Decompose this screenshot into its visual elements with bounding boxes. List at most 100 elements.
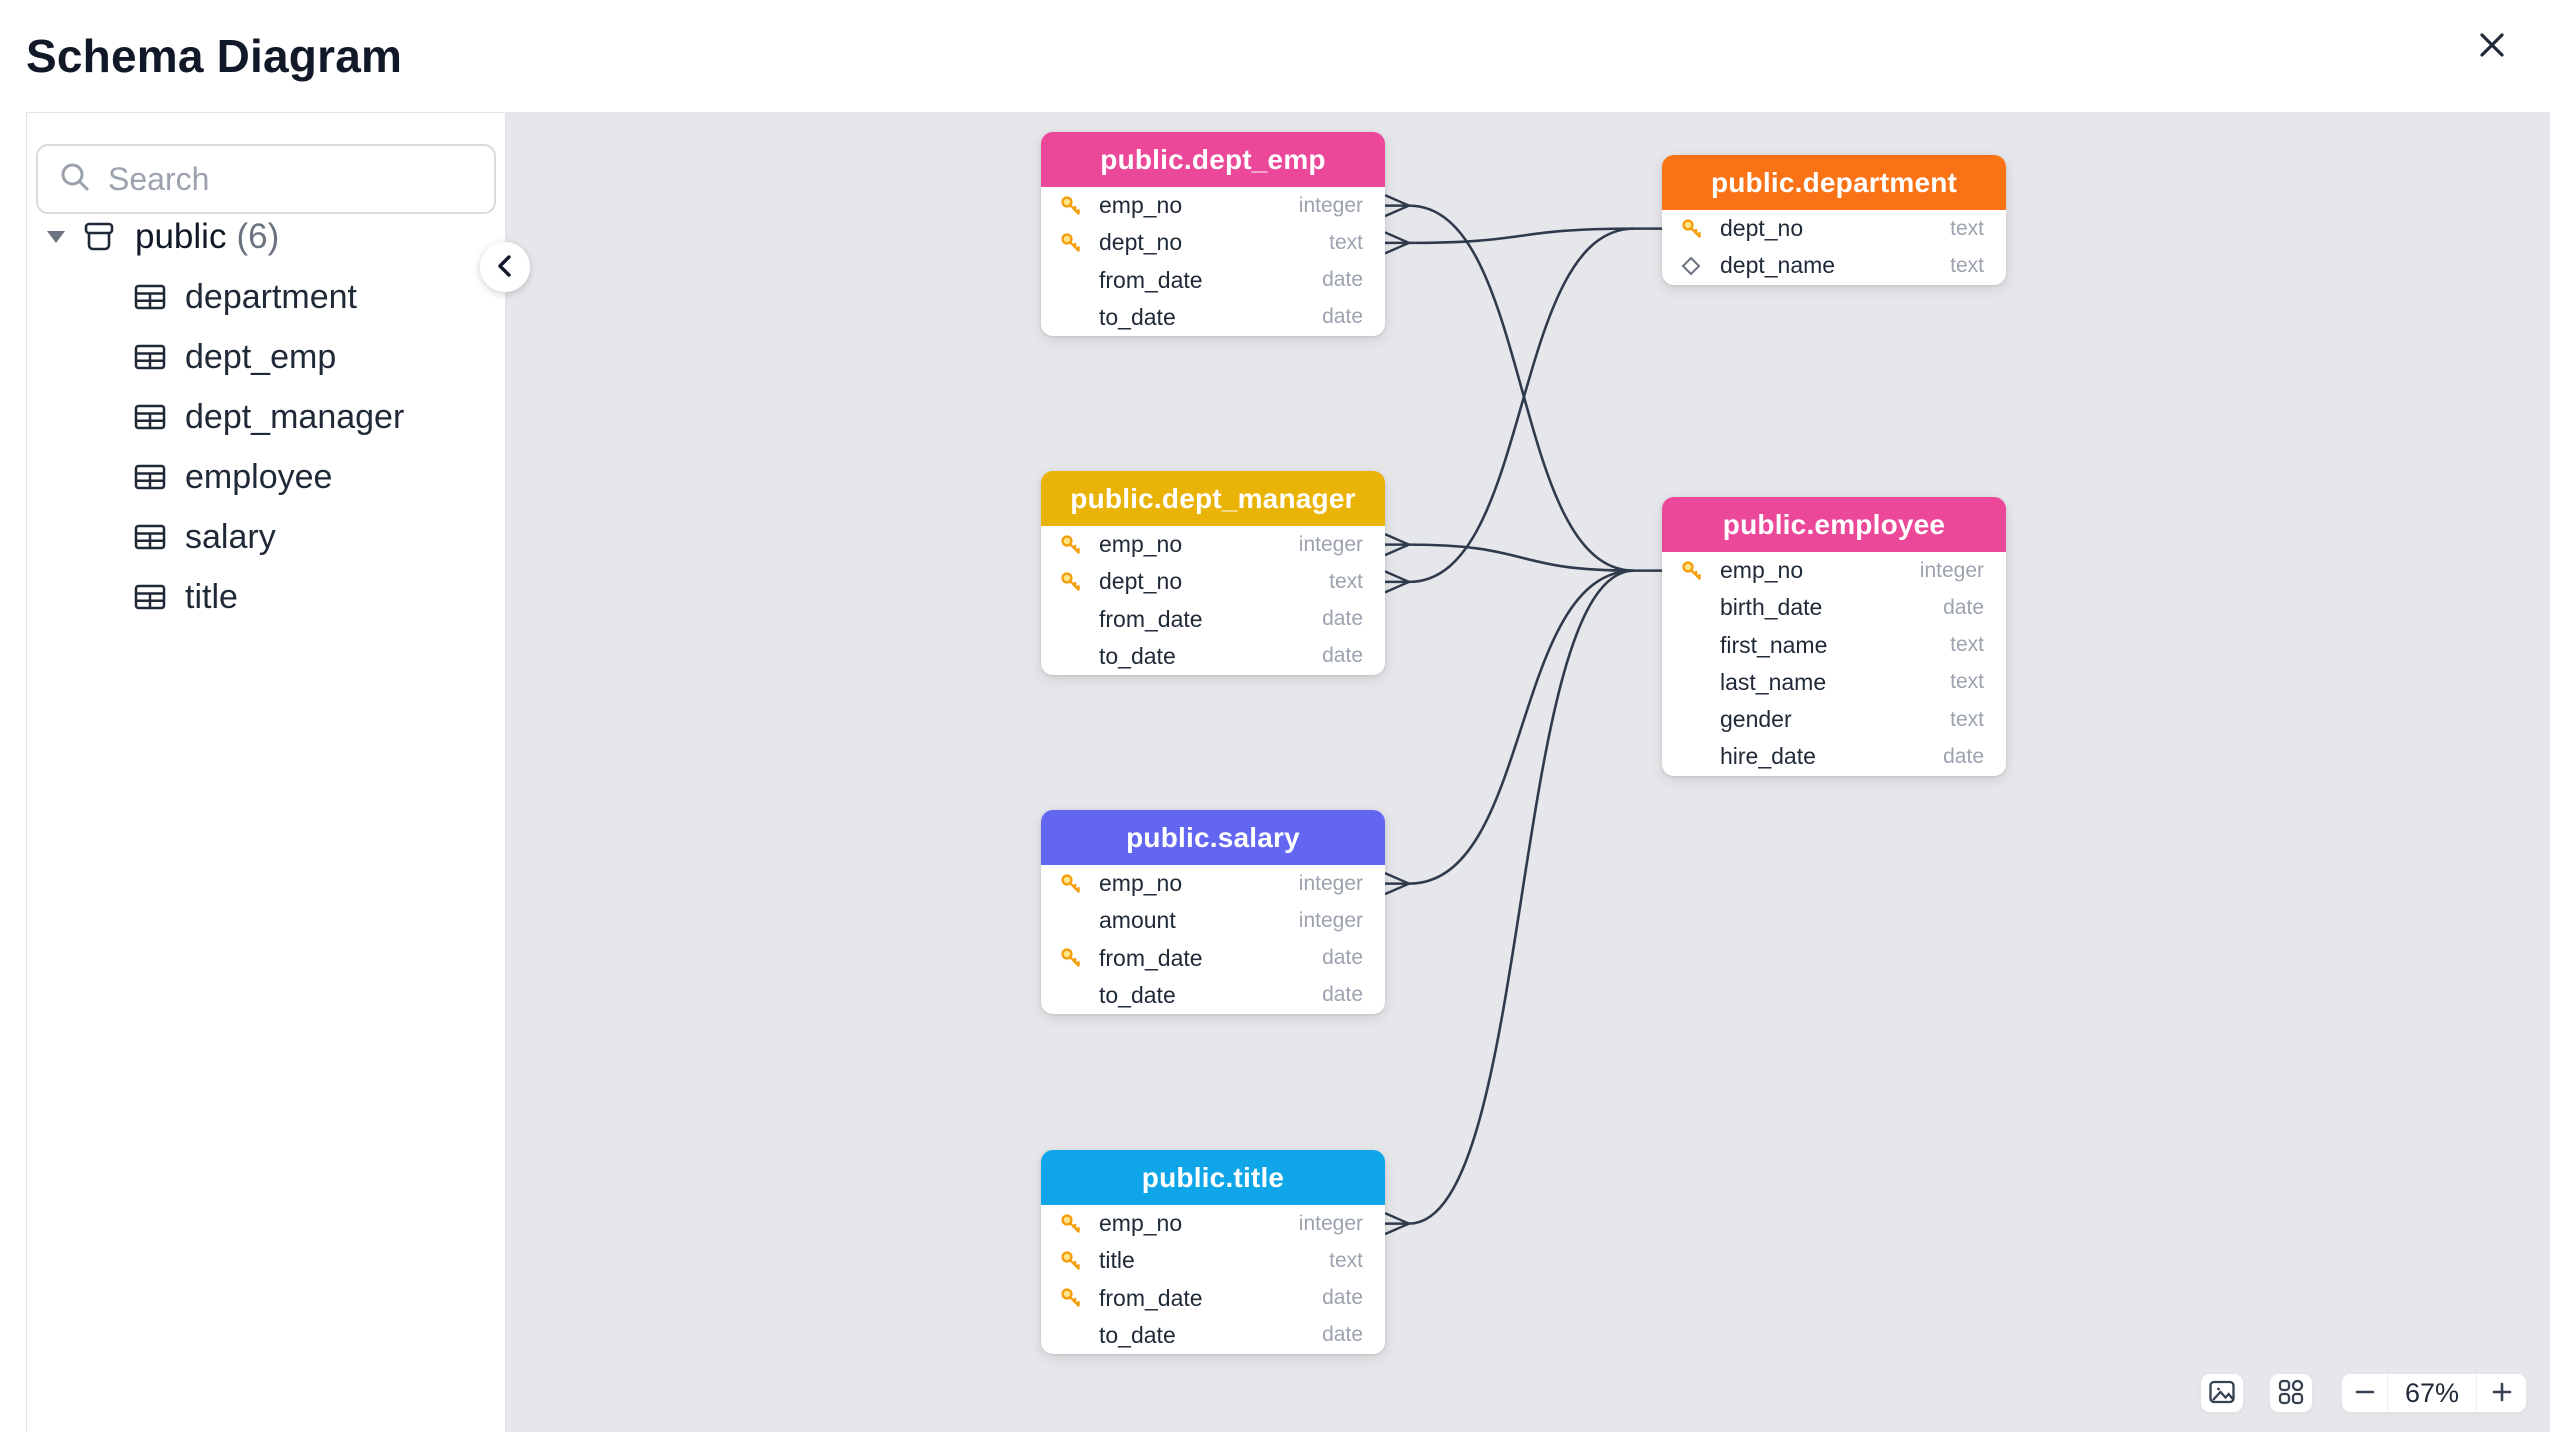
column-type: integer (1919, 558, 1984, 582)
table-icon (133, 402, 167, 432)
table-label: salary (185, 517, 276, 556)
caret-down-icon[interactable] (47, 231, 65, 243)
column-name: to_date (1099, 303, 1176, 330)
no-icon (1059, 607, 1083, 631)
column-name: from_date (1099, 1284, 1203, 1311)
column-type: text (1329, 569, 1363, 593)
column-type: date (1943, 744, 1984, 768)
tree-item-table-dept_manager[interactable]: dept_manager (27, 387, 505, 447)
column-type: text (1950, 633, 1984, 657)
column-row-emp_no: emp_no integer (1662, 552, 2006, 589)
column-name: emp_no (1099, 192, 1183, 219)
primary-key-icon (1059, 533, 1083, 557)
primary-key-icon (1059, 1249, 1083, 1273)
no-icon (1059, 909, 1083, 933)
export-image-button[interactable] (2200, 1373, 2244, 1413)
column-type: date (1322, 305, 1363, 329)
column-type: date (1322, 983, 1363, 1007)
node-title: public.dept_manager (1041, 471, 1385, 526)
column-name: emp_no (1099, 1210, 1183, 1237)
chevron-left-icon (494, 253, 516, 282)
diagram-canvas[interactable] (505, 112, 2550, 1432)
table-label: dept_manager (185, 397, 405, 436)
table-icon (133, 582, 167, 612)
node-title: public.title (1041, 1150, 1385, 1205)
tree-item-table-department[interactable]: department (27, 267, 505, 327)
column-type: text (1950, 707, 1984, 731)
column-type: text (1950, 216, 1984, 240)
primary-key-icon (1059, 194, 1083, 218)
table-icon (133, 342, 167, 372)
search-input[interactable] (108, 160, 448, 198)
zoom-in-button[interactable] (2476, 1374, 2526, 1412)
column-name: emp_no (1720, 557, 1804, 584)
page-title: Schema Diagram (26, 30, 403, 82)
table-label: dept_emp (185, 337, 337, 376)
schema-tree: public (6) department dept_emp dept_mana… (27, 207, 505, 627)
plus-icon (2490, 1380, 2514, 1407)
auto-layout-button[interactable] (2269, 1373, 2313, 1413)
column-name: birth_date (1720, 594, 1823, 621)
primary-key-icon (1059, 231, 1083, 255)
column-type: integer (1298, 532, 1363, 556)
zoom-out-button[interactable] (2342, 1374, 2388, 1412)
layout-grid-icon (2277, 1378, 2305, 1409)
no-icon (1059, 644, 1083, 668)
column-type: text (1950, 670, 1984, 694)
no-icon (1680, 633, 1704, 657)
close-button[interactable] (2464, 22, 2520, 70)
schema-box-icon (81, 220, 117, 254)
column-row-emp_no: emp_no integer (1041, 526, 1385, 563)
node-title: public.department (1662, 155, 2006, 210)
column-name: dept_no (1099, 229, 1183, 256)
table-icon (133, 522, 167, 552)
column-type: date (1322, 607, 1363, 631)
column-type: text (1329, 1248, 1363, 1272)
table-label: department (185, 277, 357, 316)
node-title: public.salary (1041, 810, 1385, 865)
tree-item-table-title[interactable]: title (27, 567, 505, 627)
column-type: text (1950, 253, 1984, 277)
sidebar: public (6) department dept_emp dept_mana… (26, 112, 506, 1432)
schema-count: (6) (236, 217, 280, 256)
column-name: title (1099, 1247, 1135, 1274)
column-type: date (1322, 1323, 1363, 1347)
schema-label: public (135, 217, 227, 256)
primary-key-icon (1059, 946, 1083, 970)
zoom-control: 67% (2341, 1373, 2527, 1413)
no-icon (1680, 596, 1704, 620)
table-node-title[interactable]: public.title emp_no integer title text fro… (1041, 1150, 1385, 1354)
column-type: date (1322, 268, 1363, 292)
primary-key-icon (1680, 559, 1704, 583)
tree-item-table-salary[interactable]: salary (27, 507, 505, 567)
search-icon (58, 160, 92, 199)
no-icon (1059, 983, 1083, 1007)
column-type: text (1329, 230, 1363, 254)
column-type: integer (1298, 1211, 1363, 1235)
column-row-emp_no: emp_no integer (1041, 1205, 1385, 1242)
image-icon (2208, 1379, 2236, 1408)
tree-item-table-dept_emp[interactable]: dept_emp (27, 327, 505, 387)
no-icon (1680, 708, 1704, 732)
tree-item-table-employee[interactable]: employee (27, 447, 505, 507)
column-type: integer (1298, 871, 1363, 895)
sidebar-collapse-button[interactable] (480, 242, 530, 292)
column-name: emp_no (1099, 531, 1183, 558)
tree-item-schema-public[interactable]: public (6) (27, 207, 505, 267)
